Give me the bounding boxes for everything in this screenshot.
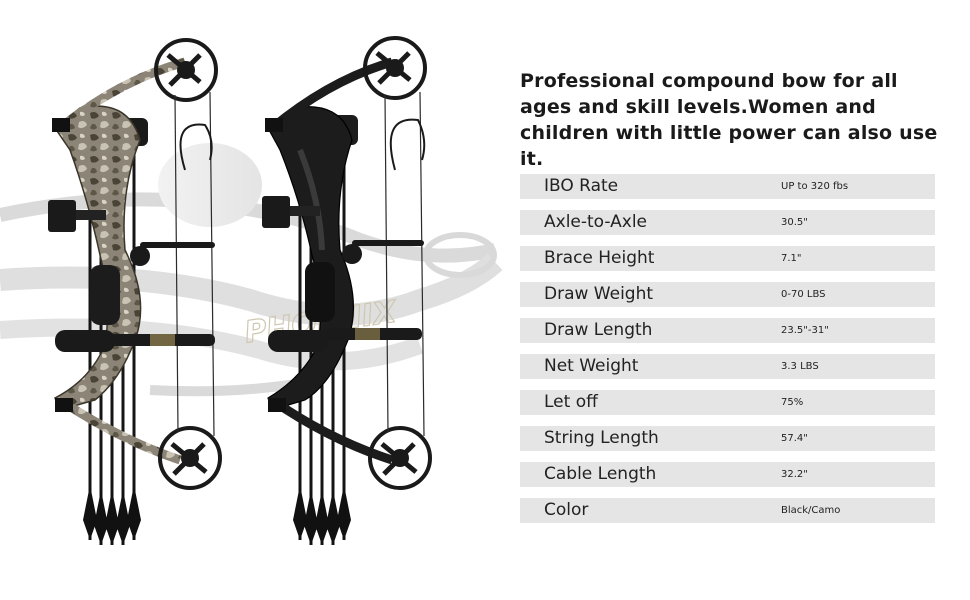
spec-row-axle-to-axle: Axle-to-Axle 30.5" xyxy=(520,210,935,235)
spec-label: Let off xyxy=(544,392,598,412)
camo-bow xyxy=(48,38,222,545)
spec-value: 57.4" xyxy=(781,433,808,444)
spec-value: 0-70 LBS xyxy=(781,289,826,300)
camo-bow-arrow-fletchings xyxy=(83,485,141,545)
spec-value: UP to 320 fbs xyxy=(781,181,849,192)
spec-row-brace-height: Brace Height 7.1" xyxy=(520,246,935,271)
spec-value: 32.2" xyxy=(781,469,808,480)
spec-row-let-off: Let off 75% xyxy=(520,390,935,415)
spec-value: 23.5"-31" xyxy=(781,325,829,336)
spec-value: Black/Camo xyxy=(781,505,841,516)
spec-label: Cable Length xyxy=(544,464,657,484)
black-bow-top-cam xyxy=(363,36,427,100)
spec-label: IBO Rate xyxy=(544,176,619,196)
spec-row-draw-length: Draw Length 23.5"-31" xyxy=(520,318,935,343)
product-headline: Professional compound bow for all ages a… xyxy=(520,70,938,170)
spec-label: Axle-to-Axle xyxy=(544,212,648,232)
spec-row-cable-length: Cable Length 32.2" xyxy=(520,462,935,487)
spec-row-net-weight: Net Weight 3.3 LBS xyxy=(520,354,935,379)
camo-bow-bottom-cam xyxy=(158,426,222,490)
spec-value: 7.1" xyxy=(781,253,802,264)
spec-row-draw-weight: Draw Weight 0-70 LBS xyxy=(520,282,935,307)
specification-table: IBO Rate UP to 320 fbs Axle-to-Axle 30.5… xyxy=(520,174,935,534)
spec-value: 3.3 LBS xyxy=(781,361,819,372)
spec-label: String Length xyxy=(544,428,659,448)
spec-label: Draw Weight xyxy=(544,284,654,304)
black-bow xyxy=(262,36,432,545)
compound-bow-illustration: PHOENIX xyxy=(0,36,503,545)
camo-bow-top-cam xyxy=(154,38,218,102)
black-bow-bottom-cam xyxy=(368,426,432,490)
black-bow-arrow-fletchings xyxy=(293,485,351,545)
spec-value: 75% xyxy=(781,397,804,408)
spec-row-color: Color Black/Camo xyxy=(520,498,935,523)
spec-label: Color xyxy=(544,500,589,520)
spec-value: 30.5" xyxy=(781,217,808,228)
spec-row-string-length: String Length 57.4" xyxy=(520,426,935,451)
spec-label: Brace Height xyxy=(544,248,655,268)
spec-label: Draw Length xyxy=(544,320,653,340)
spec-row-ibo-rate: IBO Rate UP to 320 fbs xyxy=(520,174,935,199)
spec-label: Net Weight xyxy=(544,356,639,376)
